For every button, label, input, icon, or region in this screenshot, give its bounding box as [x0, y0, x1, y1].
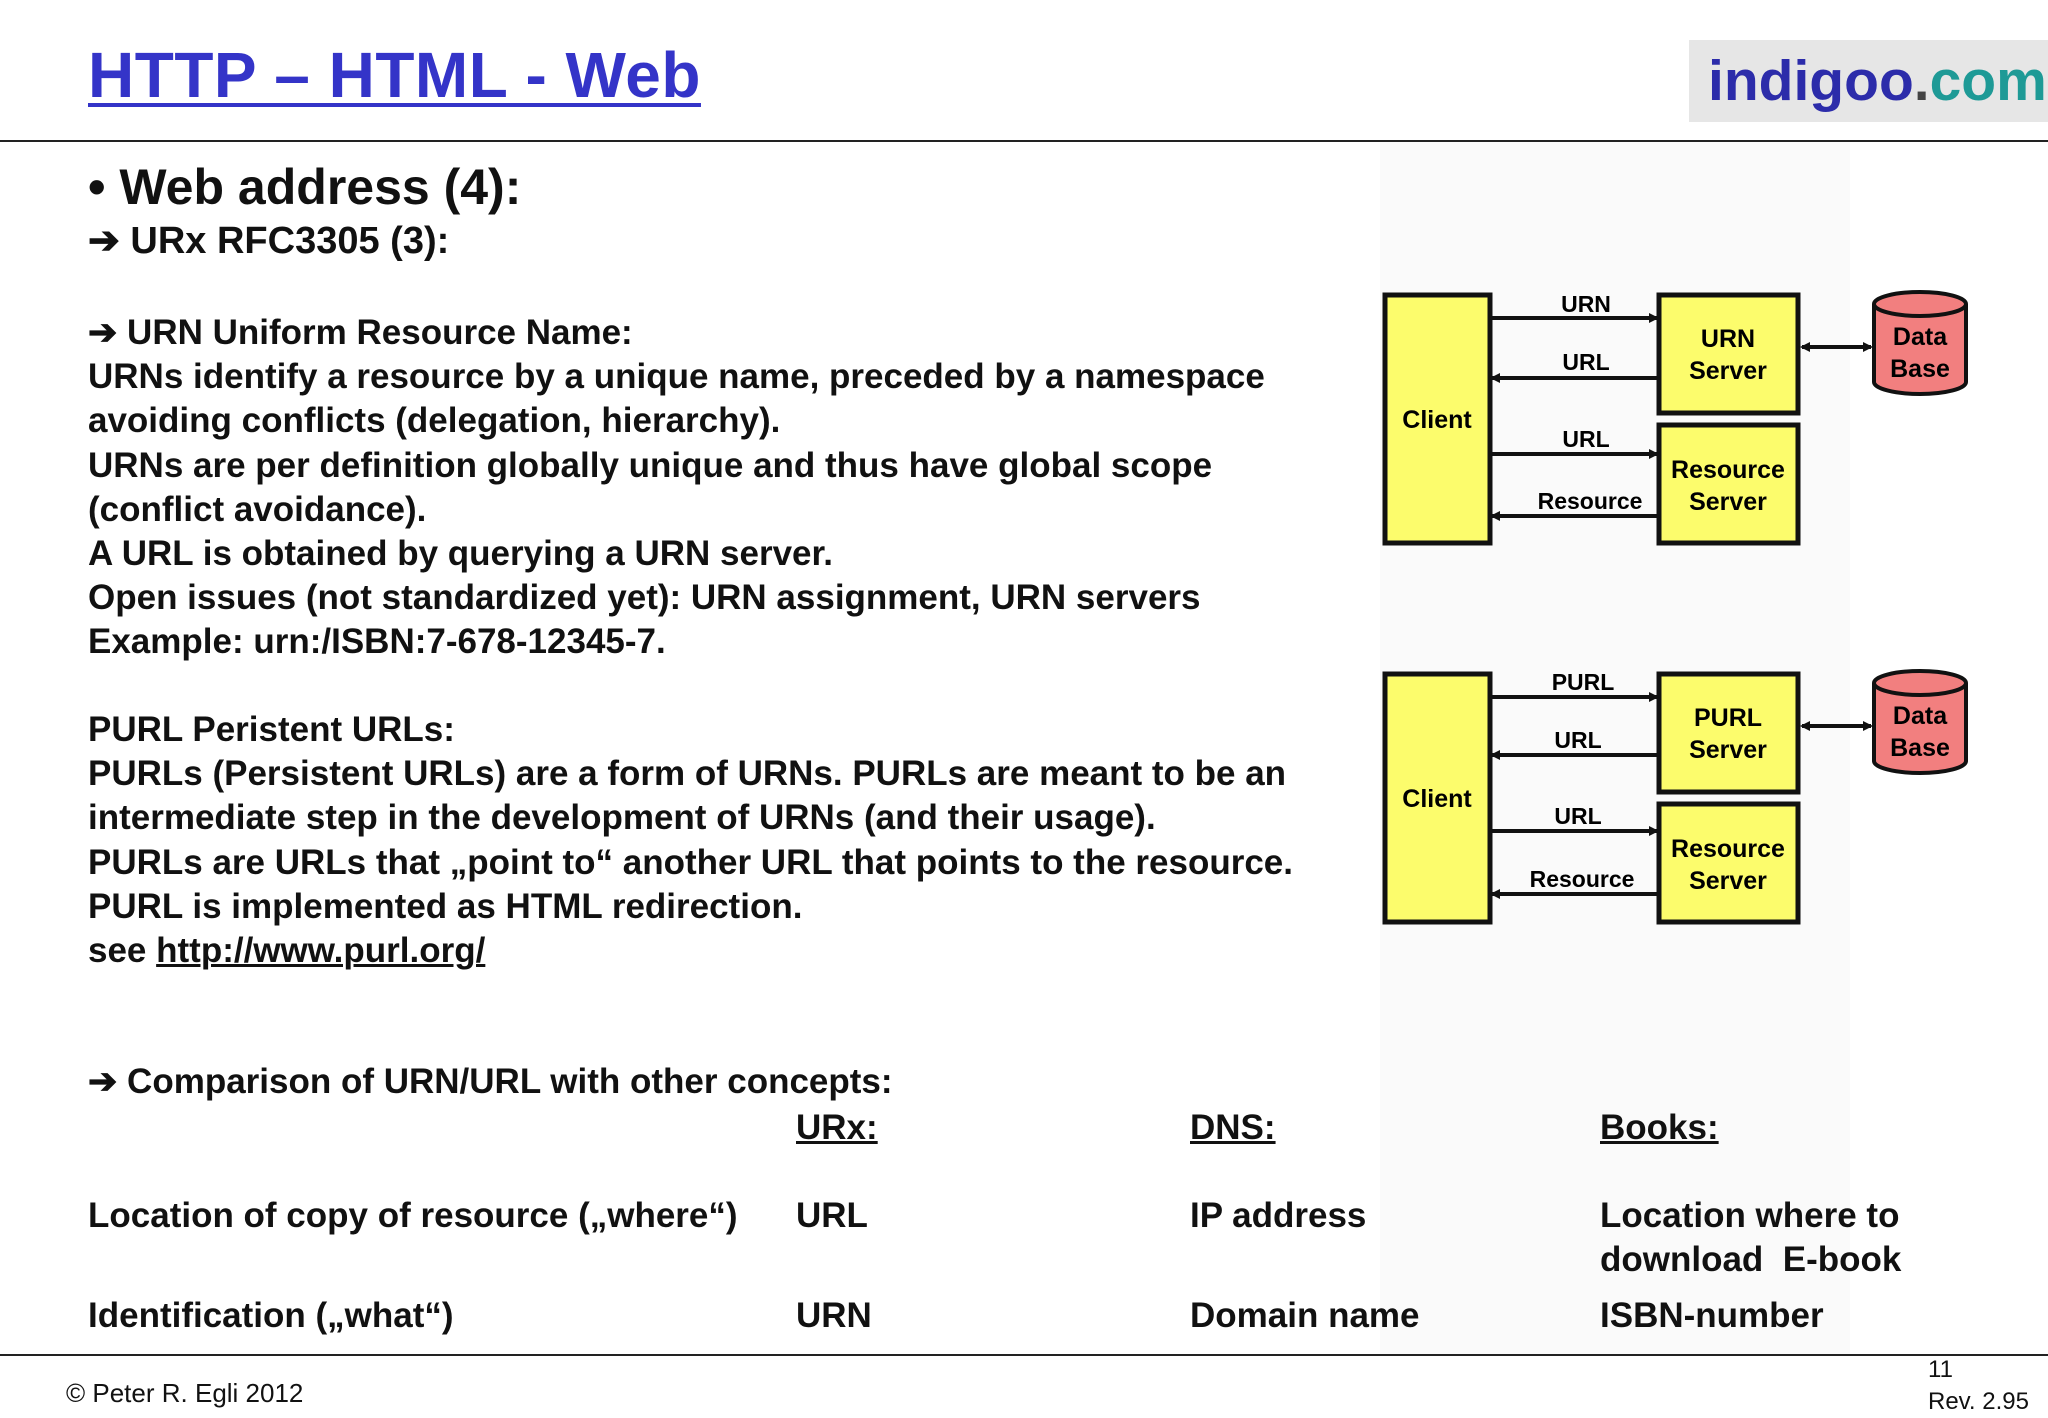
urn-text-line: avoiding conflicts (delegation, hierarch… [88, 401, 781, 441]
purl-text-line: intermediate step in the development of … [88, 798, 1156, 838]
logo-background [1689, 40, 2048, 122]
page-number: 11 [1928, 1356, 1953, 1383]
comparison-heading: ➔ Comparison of URN/URL with other conce… [88, 1062, 893, 1101]
indigoo-logo: indigoo.com [1708, 48, 2047, 114]
purl-heading: PURL Peristent URLs: [88, 710, 455, 749]
logo-dot: . [1913, 49, 1930, 113]
arrow-label: URL [1562, 349, 1609, 375]
copyright-notice: © Peter R. Egli 2012 [66, 1378, 304, 1408]
urn-text-line: Open issues (not standardized yet): URN … [88, 578, 1201, 618]
cell-ip-address: IP address [1190, 1196, 1367, 1235]
purl-resolution-diagram: Client PURL Server Resource Server Data … [1382, 669, 1968, 925]
purl-server-box [1656, 671, 1801, 795]
resource-server-box [1656, 801, 1801, 925]
database-label-2: Base [1890, 734, 1950, 762]
urn-text-line: (conflict avoidance). [88, 489, 427, 529]
column-header-urx: URx: [796, 1108, 878, 1147]
header-divider [0, 140, 2048, 142]
arrow-label: URL [1554, 727, 1601, 753]
client-box [1382, 671, 1493, 925]
arrow-label: Resource [1530, 866, 1635, 892]
cell-domain-name: Domain name [1190, 1296, 1420, 1335]
revision-label: Rev. 2.95 [1928, 1388, 2029, 1415]
column-header-books: Books: [1600, 1108, 1719, 1147]
arrow-label: URL [1562, 426, 1609, 452]
purl-text-line: PURL is implemented as HTML redirection. [88, 886, 803, 926]
urn-text-line: A URL is obtained by querying a URN serv… [88, 533, 833, 573]
urn-heading: ➔ URN Uniform Resource Name: [88, 313, 633, 352]
resource-server-label-2: Server [1689, 488, 1767, 516]
purl-server-label-1: PURL [1694, 704, 1762, 732]
database-label-2: Base [1890, 355, 1950, 383]
resource-server-box [1656, 422, 1801, 546]
sub-heading: ➔ URx RFC3305 (3): [88, 220, 450, 262]
database-label-1: Data [1893, 323, 1948, 351]
cell-urn: URN [796, 1296, 872, 1335]
urn-server-label-2: Server [1689, 357, 1767, 385]
footer-divider [0, 1354, 2048, 1356]
urn-server-box [1656, 292, 1801, 416]
database-top [1872, 669, 1968, 697]
arrow-label: URN [1561, 291, 1611, 317]
logo-part-2: com [1929, 49, 2047, 113]
resource-server-label-1: Resource [1671, 456, 1785, 484]
slide-title[interactable]: HTTP – HTML - Web [88, 39, 701, 111]
resource-server-label-1: Resource [1671, 835, 1785, 863]
client-label: Client [1402, 406, 1472, 434]
cell-url: URL [796, 1196, 868, 1235]
database-top [1872, 290, 1968, 318]
database-cylinder [1872, 304, 1968, 396]
bullet-heading: • Web address (4): [88, 159, 522, 215]
row-label-location: Location of copy of resource („where“) [88, 1196, 738, 1235]
purl-org-link[interactable]: http://www.purl.org/ [156, 930, 486, 970]
urn-example-line: Example: urn:/ISBN:7-678-12345-7. [88, 622, 666, 662]
purl-text-line: PURLs are URLs that „point to“ another U… [88, 842, 1293, 882]
see-line: see http://www.purl.org/ [88, 929, 1293, 973]
urn-text-line: URNs are per definition globally unique … [88, 445, 1213, 485]
arrow-label: URL [1554, 803, 1601, 829]
purl-text-line: PURLs (Persistent URLs) are a form of UR… [88, 754, 1287, 794]
column-header-dns: DNS: [1190, 1108, 1276, 1147]
purl-server-label-2: Server [1689, 736, 1767, 764]
logo-part-1: indigoo [1708, 49, 1914, 113]
database-label-1: Data [1893, 702, 1948, 730]
arrow-label: Resource [1538, 488, 1643, 514]
urn-text-line: URNs identify a resource by a unique nam… [88, 357, 1265, 397]
client-box [1382, 292, 1493, 546]
cell-books-location-line-2: download E-book [1600, 1240, 1902, 1279]
urn-section: ➔ URN Uniform Resource Name: URNs identi… [88, 311, 1265, 665]
resource-server-label-2: Server [1689, 867, 1767, 895]
cell-isbn: ISBN-number [1600, 1296, 1824, 1335]
urn-resolution-diagram: Client URN Server Resource Server Data B… [1382, 290, 1968, 546]
cell-books-location-line-1: Location where to [1600, 1196, 1900, 1235]
client-label: Client [1402, 785, 1472, 813]
arrow-label: PURL [1552, 669, 1615, 695]
urn-server-label-1: URN [1701, 325, 1755, 353]
database-cylinder [1872, 683, 1968, 775]
purl-section: PURL Peristent URLs: PURLs (Persistent U… [88, 708, 1293, 973]
see-prefix: see [88, 930, 157, 970]
row-label-identification: Identification („what“) [88, 1296, 454, 1335]
